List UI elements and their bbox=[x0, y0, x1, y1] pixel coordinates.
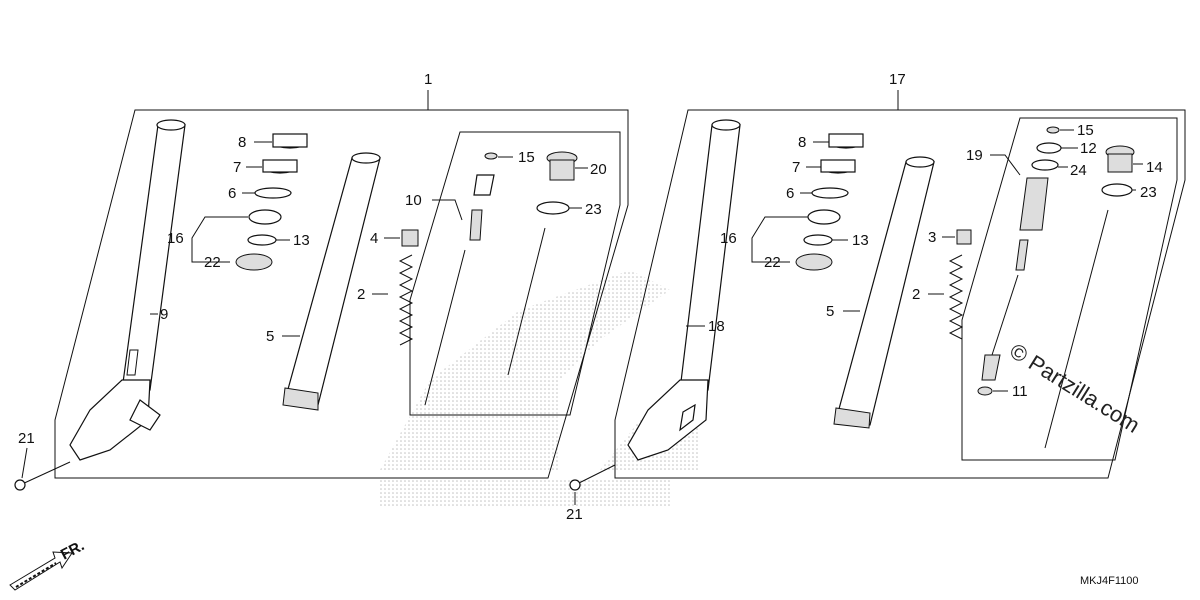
oring-24 bbox=[1031, 159, 1059, 171]
label-19: 19 bbox=[966, 147, 983, 164]
label-13-left: 13 bbox=[293, 232, 310, 249]
cartridge-19 bbox=[981, 177, 1049, 381]
label-21-left: 21 bbox=[18, 430, 35, 447]
cartridge-10 bbox=[424, 174, 495, 406]
label-4: 4 bbox=[370, 230, 378, 247]
label-2-left: 2 bbox=[357, 286, 365, 303]
label-5-left: 5 bbox=[266, 328, 274, 345]
right-rings bbox=[795, 133, 864, 271]
label-3: 3 bbox=[928, 229, 936, 246]
cap-14 bbox=[1105, 145, 1135, 173]
outer-tube-18 bbox=[627, 119, 741, 461]
bolt-21-left bbox=[14, 461, 71, 491]
left-assembly: 1 9 21 8 7 6 bbox=[14, 71, 629, 491]
label-2-right: 2 bbox=[912, 286, 920, 303]
left-assembly-frame bbox=[54, 109, 629, 479]
right-assembly: 17 18 21 8 7 6 bbox=[566, 71, 1186, 523]
right-cartridge-frame bbox=[961, 117, 1178, 461]
right-assembly-number: 17 bbox=[889, 71, 906, 88]
part-11 bbox=[977, 386, 993, 396]
bolt-21-right bbox=[569, 464, 616, 491]
label-13-right: 13 bbox=[852, 232, 869, 249]
part-4 bbox=[401, 229, 419, 247]
spring-2-right bbox=[948, 254, 964, 340]
label-23-left: 23 bbox=[585, 201, 602, 218]
honda-logo-watermark bbox=[380, 270, 700, 506]
label-8-right: 8 bbox=[798, 134, 806, 151]
part-15-right bbox=[1046, 126, 1060, 134]
damper-rod-left bbox=[507, 227, 546, 376]
diagram-code: MKJ4F1100 bbox=[1080, 575, 1139, 587]
left-cartridge-frame bbox=[409, 131, 621, 416]
label-8-left: 8 bbox=[238, 134, 246, 151]
cap-20 bbox=[546, 151, 578, 181]
front-arrow-icon bbox=[9, 551, 73, 591]
label-16-left: 16 bbox=[167, 230, 184, 247]
damper-rod-right bbox=[1044, 209, 1109, 449]
left-rings bbox=[235, 133, 308, 271]
left-assembly-number: 1 bbox=[424, 71, 432, 88]
label-7-right: 7 bbox=[792, 159, 800, 176]
outer-tube-9 bbox=[69, 119, 186, 461]
oring-23-left bbox=[536, 201, 570, 215]
label-14: 14 bbox=[1146, 159, 1163, 176]
part-15-left bbox=[484, 152, 498, 160]
part-3 bbox=[956, 229, 972, 245]
label-11: 11 bbox=[1012, 383, 1028, 400]
inner-tube-5-left bbox=[282, 152, 381, 411]
label-16-right: 16 bbox=[720, 230, 737, 247]
label-12: 12 bbox=[1080, 140, 1097, 157]
spring-2-left bbox=[398, 254, 414, 346]
label-18: 18 bbox=[708, 318, 725, 335]
label-15-right: 15 bbox=[1077, 122, 1094, 139]
label-23-right: 23 bbox=[1140, 184, 1157, 201]
ring-12 bbox=[1036, 142, 1062, 154]
label-6-right: 6 bbox=[786, 185, 794, 202]
label-24: 24 bbox=[1070, 162, 1087, 179]
label-22-left: 22 bbox=[204, 254, 221, 271]
label-7-left: 7 bbox=[233, 159, 241, 176]
label-20: 20 bbox=[590, 161, 607, 178]
inner-tube-5-right bbox=[833, 156, 935, 429]
right-assembly-frame bbox=[614, 109, 1186, 479]
oring-23-right bbox=[1101, 183, 1133, 197]
label-6-left: 6 bbox=[228, 185, 236, 202]
label-10: 10 bbox=[405, 192, 422, 209]
label-22-right: 22 bbox=[764, 254, 781, 271]
label-9: 9 bbox=[160, 306, 168, 323]
label-21-right: 21 bbox=[566, 506, 583, 523]
label-5-right: 5 bbox=[826, 303, 834, 320]
label-15-left: 15 bbox=[518, 149, 535, 166]
